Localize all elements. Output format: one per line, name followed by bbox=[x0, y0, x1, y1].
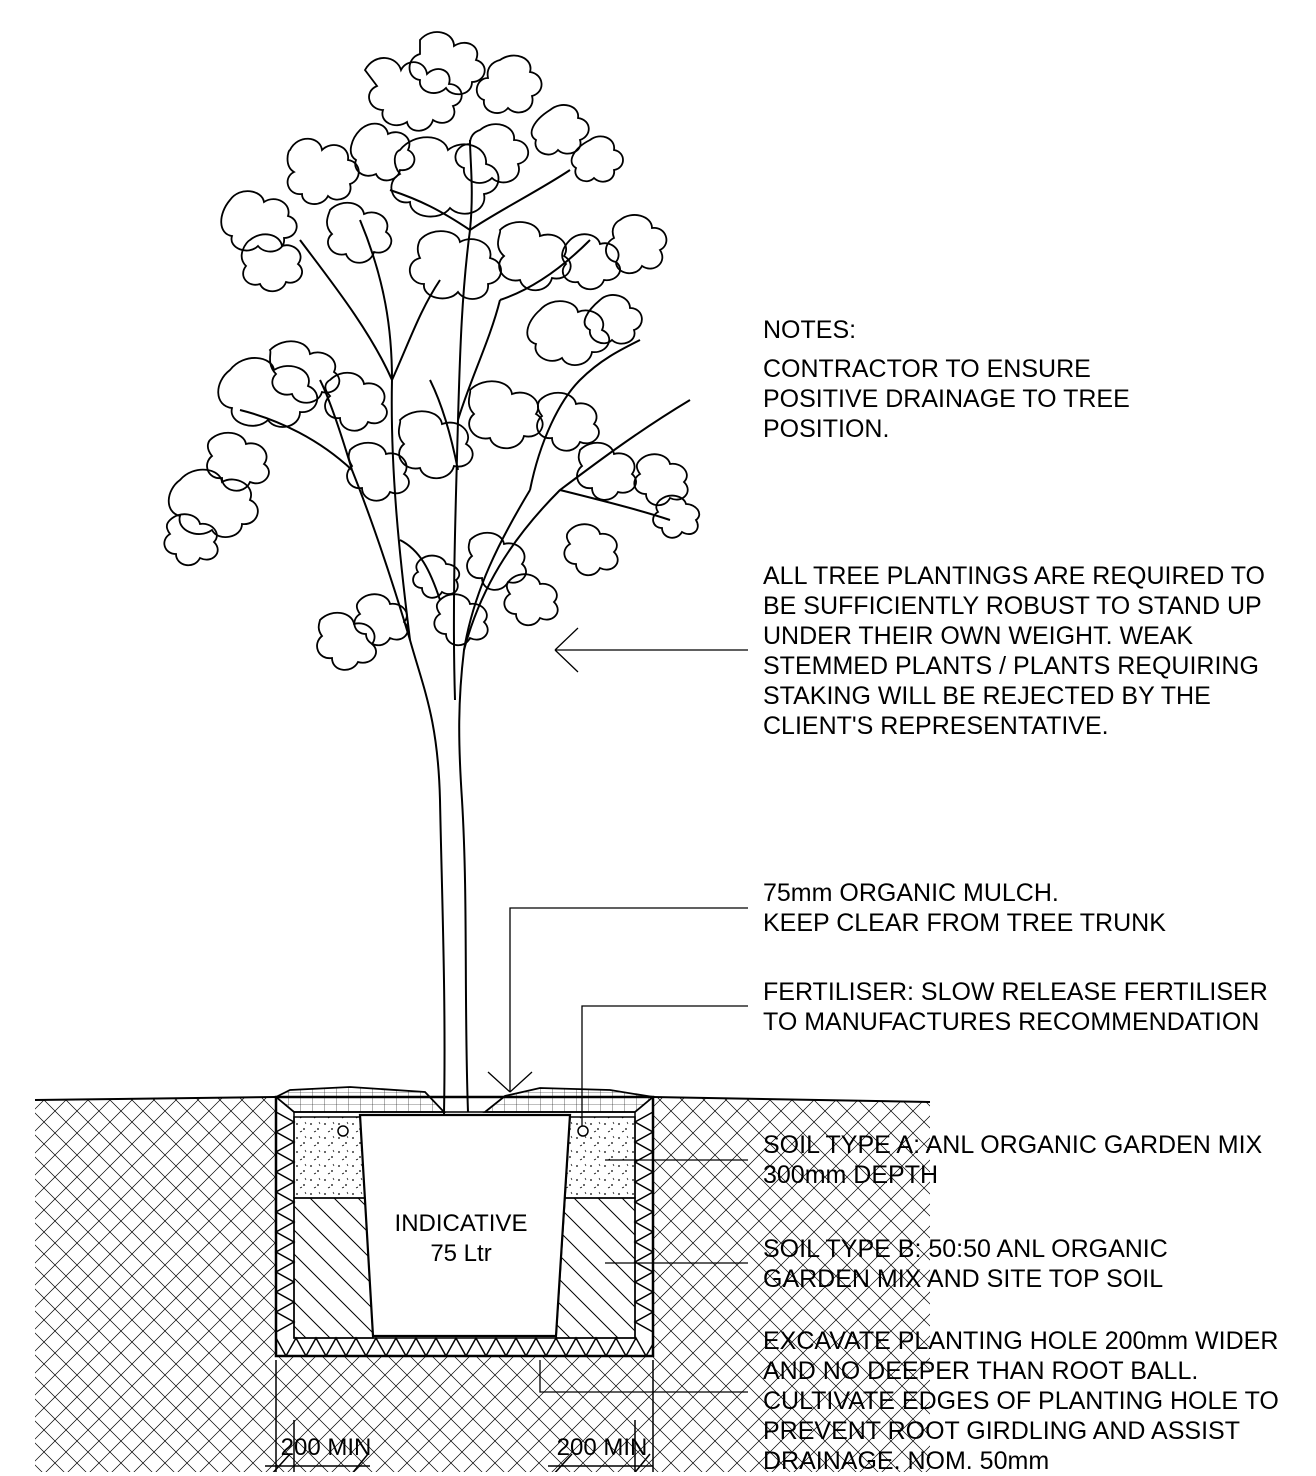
ground bbox=[34, 1096, 931, 1472]
note-excavate: EXCAVATE PLANTING HOLE 200mm WIDER AND N… bbox=[763, 1327, 1279, 1475]
notes-heading: NOTES: bbox=[763, 316, 857, 344]
leader-robust bbox=[554, 627, 748, 673]
soil-type-a-left bbox=[293, 1116, 367, 1199]
note-soil-type-a: SOIL TYPE A: ANL ORGANIC GARDEN MIX 300m… bbox=[763, 1131, 1263, 1189]
tree-illustration bbox=[163, 31, 701, 1115]
note-soil-type-b: SOIL TYPE B: 50:50 ANL ORGANIC GARDEN MI… bbox=[763, 1235, 1168, 1293]
leader-excavate bbox=[539, 1360, 748, 1393]
note-robust-plantings: ALL TREE PLANTINGS ARE REQUIRED TO BE SU… bbox=[763, 562, 1266, 740]
tree-trunk bbox=[351, 469, 531, 1115]
root-ball bbox=[358, 1113, 572, 1338]
note-organic-mulch: 75mm ORGANIC MULCH. KEEP CLEAR FROM TREE… bbox=[763, 879, 1166, 937]
dimension-lines bbox=[265, 1360, 654, 1472]
fertiliser-pellet-right bbox=[577, 1125, 589, 1137]
cultivated-edge-base bbox=[275, 1336, 654, 1358]
note-drainage: CONTRACTOR TO ENSURE POSITIVE DRAINAGE T… bbox=[763, 355, 1130, 443]
leader-lines bbox=[487, 627, 748, 1393]
dimension-right-label: 200 MIN bbox=[557, 1434, 648, 1461]
mulch-layer bbox=[274, 1086, 656, 1113]
soil-type-b-right bbox=[555, 1197, 636, 1339]
soil-type-a-right bbox=[564, 1116, 636, 1199]
soil-type-b-left bbox=[293, 1197, 374, 1339]
leader-fertiliser bbox=[581, 1005, 748, 1126]
root-ball-label-line2: 75 Ltr bbox=[430, 1240, 491, 1267]
fertiliser-pellet-left bbox=[337, 1125, 349, 1137]
note-fertiliser: FERTILISER: SLOW RELEASE FERTILISER TO M… bbox=[763, 978, 1268, 1036]
tree-branches bbox=[239, 139, 691, 701]
planting-hole bbox=[274, 1086, 656, 1358]
root-ball-label-line1: INDICATIVE bbox=[395, 1210, 528, 1237]
tree-canopy bbox=[163, 31, 701, 671]
dimension-left-label: 200 MIN bbox=[281, 1434, 372, 1461]
leader-mulch bbox=[487, 907, 748, 1093]
